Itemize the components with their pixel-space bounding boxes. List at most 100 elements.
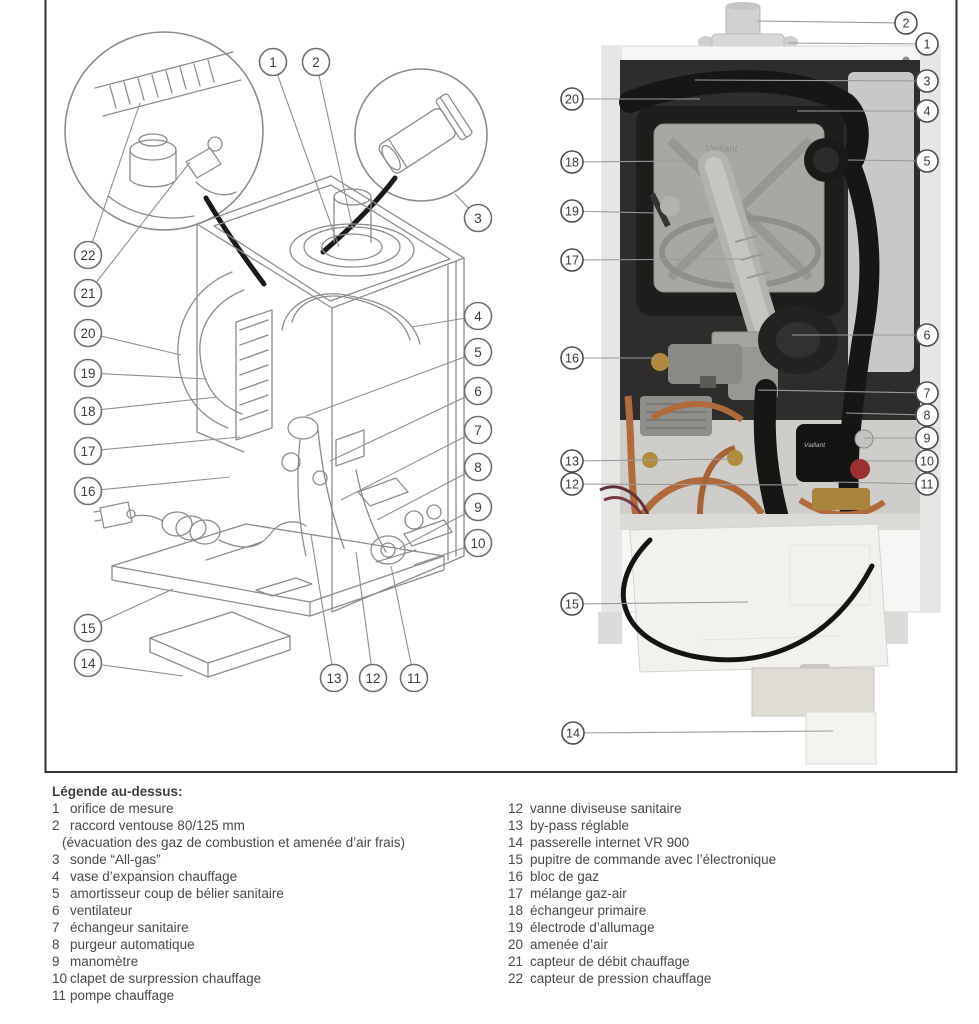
manometer: [854, 429, 874, 449]
legend-item-text: capteur de débit chauffage: [530, 954, 690, 969]
callout-circle: [73, 396, 103, 426]
air-duct-drawing: [177, 271, 245, 429]
callout-circle: [560, 248, 584, 272]
callout-leader-line: [87, 436, 241, 452]
legend-item-text: pompe chauffage: [70, 988, 175, 1003]
callout-number: 15: [80, 621, 95, 636]
callout-leader-line: [756, 20, 907, 24]
air-intake-hose: [619, 70, 869, 169]
callout-circle: [73, 476, 103, 506]
callout-number: 2: [312, 55, 320, 70]
callout-circle: [915, 99, 939, 123]
legend-item-text: mélange gaz-air: [530, 886, 627, 901]
callout-number: 3: [474, 211, 482, 226]
callout-left-2: 2: [301, 47, 354, 231]
callout-circle: [358, 663, 388, 693]
legend-item: 12 vanne diviseuse sanitaire: [508, 800, 776, 817]
legend-item-number: 17: [508, 886, 524, 901]
legend-item-text: by-pass réglable: [530, 818, 630, 833]
callout-number: 10: [470, 536, 485, 551]
legend-item-number: 6: [52, 903, 60, 918]
callout-number: 16: [80, 484, 95, 499]
callout-leader-line: [329, 390, 479, 462]
legend-item-continuation: (évacuation des gaz de combustion et ame…: [52, 834, 508, 851]
callout-number: 13: [565, 455, 579, 469]
callout-left-14: 14: [73, 648, 184, 678]
legend-item-text: pupitre de commande avec l’électronique: [530, 852, 777, 867]
callout-right-1: 1: [787, 32, 939, 56]
callout-right-16: 16: [560, 346, 655, 370]
callout-number: 16: [565, 352, 579, 366]
callout-circle: [915, 32, 939, 56]
callout-left-3: 3: [454, 193, 493, 233]
callout-left-4: 4: [411, 301, 493, 331]
callout-left-8: 8: [376, 452, 493, 521]
legend-item-text: électrode d’allumage: [530, 920, 655, 935]
legend-item-text: (évacuation des gaz de combustion et ame…: [62, 835, 405, 850]
callout-circle: [560, 199, 584, 223]
callout-number: 4: [474, 309, 482, 324]
legend-item-text: purgeur automatique: [70, 937, 195, 952]
callout-left-16: 16: [73, 476, 231, 506]
flue-collar-drawing: [289, 188, 415, 277]
callout-number: 1: [269, 55, 277, 70]
air-elbow-drawing: [281, 293, 421, 345]
panel-detail: [789, 544, 871, 606]
callout-circle: [915, 149, 939, 173]
callout-leader-line: [572, 730, 834, 734]
callout-number: 11: [921, 478, 934, 492]
callout-leader-line: [571, 210, 656, 214]
callout-number: 19: [80, 366, 95, 381]
case-left-flange: [602, 46, 622, 612]
callout-leader-line: [87, 588, 174, 629]
legend-item-text: clapet de surpression chauffage: [70, 971, 262, 986]
callout-circle: [319, 663, 349, 693]
callout-leader-line: [87, 662, 184, 677]
callout-number: 17: [565, 254, 579, 268]
callout-circle: [463, 203, 493, 233]
callout-leader-line: [757, 389, 928, 394]
callout-number: 14: [566, 727, 580, 741]
legend-item-text: orifice de mesure: [70, 801, 174, 816]
callout-circle: [915, 403, 939, 427]
callout-leader-line: [340, 429, 479, 501]
damper-knob-center: [813, 147, 839, 173]
callout-number: 6: [474, 384, 482, 399]
callout-leader-line: [87, 476, 231, 492]
callout-left-17: 17: [73, 436, 241, 466]
legend-item-text: échangeur sanitaire: [70, 920, 189, 935]
callout-circle: [258, 47, 288, 77]
callout-circle: [560, 87, 584, 111]
callout-right-2: 2: [756, 11, 918, 35]
callout-number: 10: [920, 455, 934, 469]
callout-right-3: 3: [694, 69, 939, 93]
callout-leader-line: [571, 458, 736, 462]
inset-pointer-left: [203, 195, 267, 287]
callout-number: 13: [326, 671, 341, 686]
callout-number: 7: [474, 423, 482, 438]
callout-leader-line: [571, 483, 799, 486]
legend-item-number: 13: [508, 818, 524, 833]
callout-leader-line: [571, 601, 749, 605]
exchanger-hatch-drawing: [235, 309, 273, 441]
panel-cable: [620, 537, 875, 663]
callout-left-22: 22: [73, 102, 141, 270]
legend-item-text: vanne diviseuse sanitaire: [530, 801, 682, 816]
legend-item-number: 3: [52, 852, 60, 867]
legend-item-number: 12: [508, 801, 524, 816]
gas-valve: [651, 344, 742, 388]
callout-right-12: 12: [560, 472, 799, 496]
callout-circle: [73, 358, 103, 388]
